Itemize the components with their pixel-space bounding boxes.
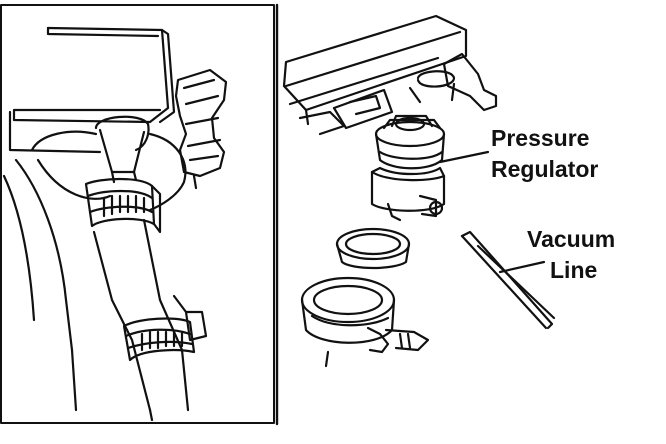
pressure-regulator xyxy=(370,114,446,222)
pressure-regulator-label-line1: Pressure xyxy=(491,125,590,151)
rail-bracket xyxy=(332,88,394,130)
fuel-injector xyxy=(174,68,228,190)
inlet-fitting xyxy=(408,52,498,112)
pressure-regulator-leader xyxy=(438,150,490,164)
lower-hose-clamp xyxy=(122,294,208,362)
left-bracket-line xyxy=(70,348,78,412)
vacuum-line-label-line1: Vacuum xyxy=(527,226,616,252)
fuel-rail-block xyxy=(8,26,176,154)
vacuum-line-leader xyxy=(498,260,546,274)
upper-hose-clamp xyxy=(84,177,162,234)
fuel-return-hose xyxy=(2,158,190,412)
vacuum-line xyxy=(460,230,556,330)
left-panel-border xyxy=(0,4,275,424)
vacuum-line-label-line2: Line xyxy=(550,257,598,283)
left-base-line xyxy=(148,408,154,422)
regulator-housing-installed xyxy=(30,115,187,212)
fuel-rail xyxy=(282,14,468,136)
retaining-clamp xyxy=(300,276,430,368)
right-panel-exploded-view xyxy=(275,3,556,426)
o-ring xyxy=(335,227,411,270)
pressure-regulator-label-line2: Regulator xyxy=(491,156,599,182)
left-panel-installed-view xyxy=(0,4,275,424)
